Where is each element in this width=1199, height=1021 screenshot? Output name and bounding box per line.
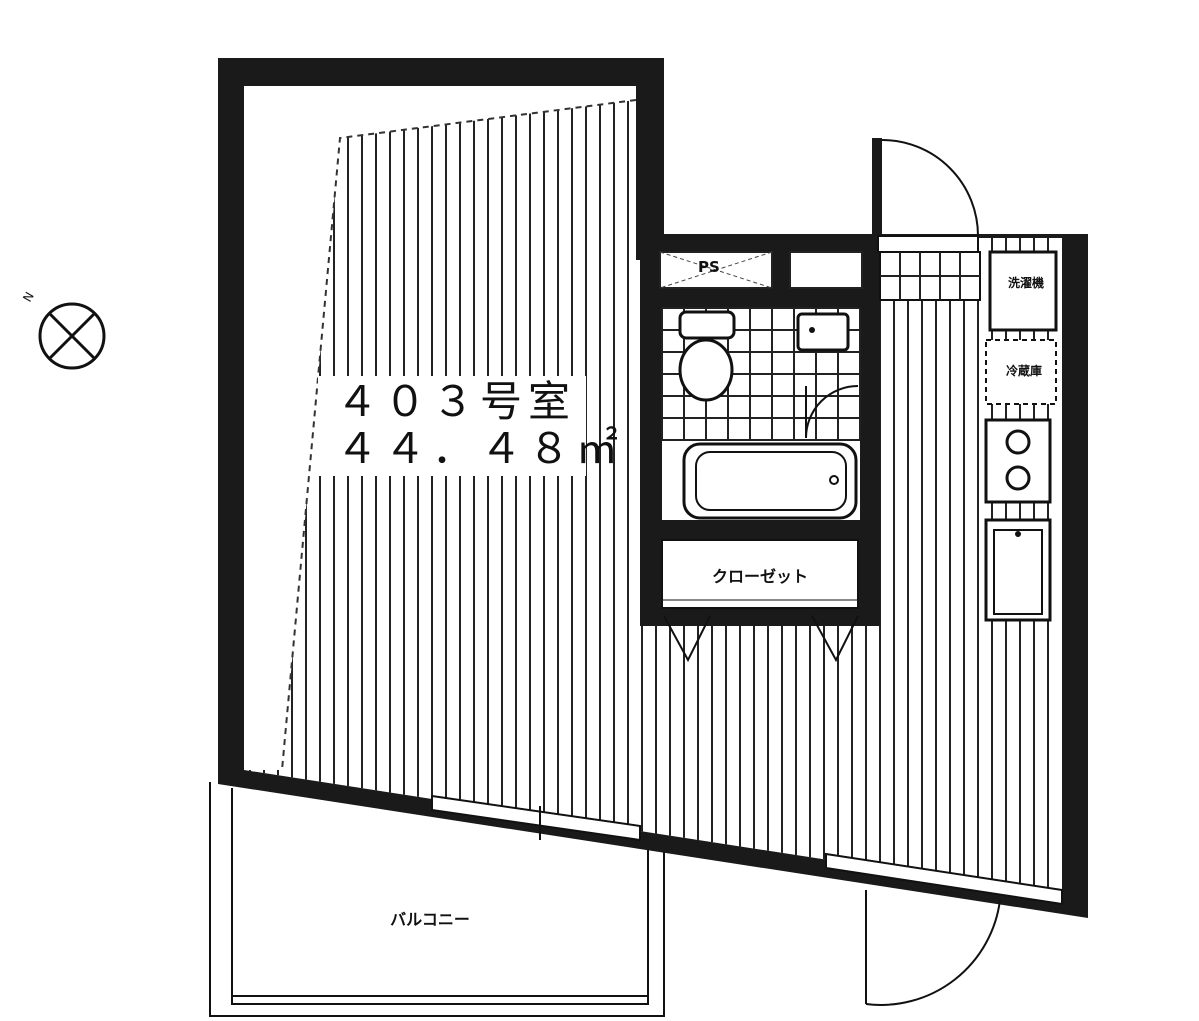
pipe-space-label: PS bbox=[698, 258, 720, 276]
windows bbox=[431, 794, 1063, 906]
balcony-label: バルコニー bbox=[390, 910, 470, 929]
room-boundary-dashes bbox=[281, 99, 637, 771]
compass-icon bbox=[38, 302, 106, 370]
room-area: ４４．４８㎡ bbox=[336, 424, 625, 474]
washer-label: 洗濯機 bbox=[1007, 276, 1044, 290]
room-unhatched-area bbox=[244, 86, 636, 770]
closet-doors bbox=[663, 615, 859, 663]
fridge-label: 冷蔵庫 bbox=[1005, 364, 1042, 378]
closet-label: クローゼット bbox=[711, 567, 808, 586]
room-number: ４０３号室 bbox=[336, 377, 577, 426]
entrance-door bbox=[872, 138, 981, 301]
kitchen-fixtures bbox=[984, 250, 1058, 622]
room-title: ４０３号室 ４４．４８㎡ bbox=[318, 376, 625, 477]
balcony-door bbox=[865, 890, 1001, 1006]
wet-area bbox=[640, 236, 880, 626]
balcony bbox=[209, 782, 665, 1017]
